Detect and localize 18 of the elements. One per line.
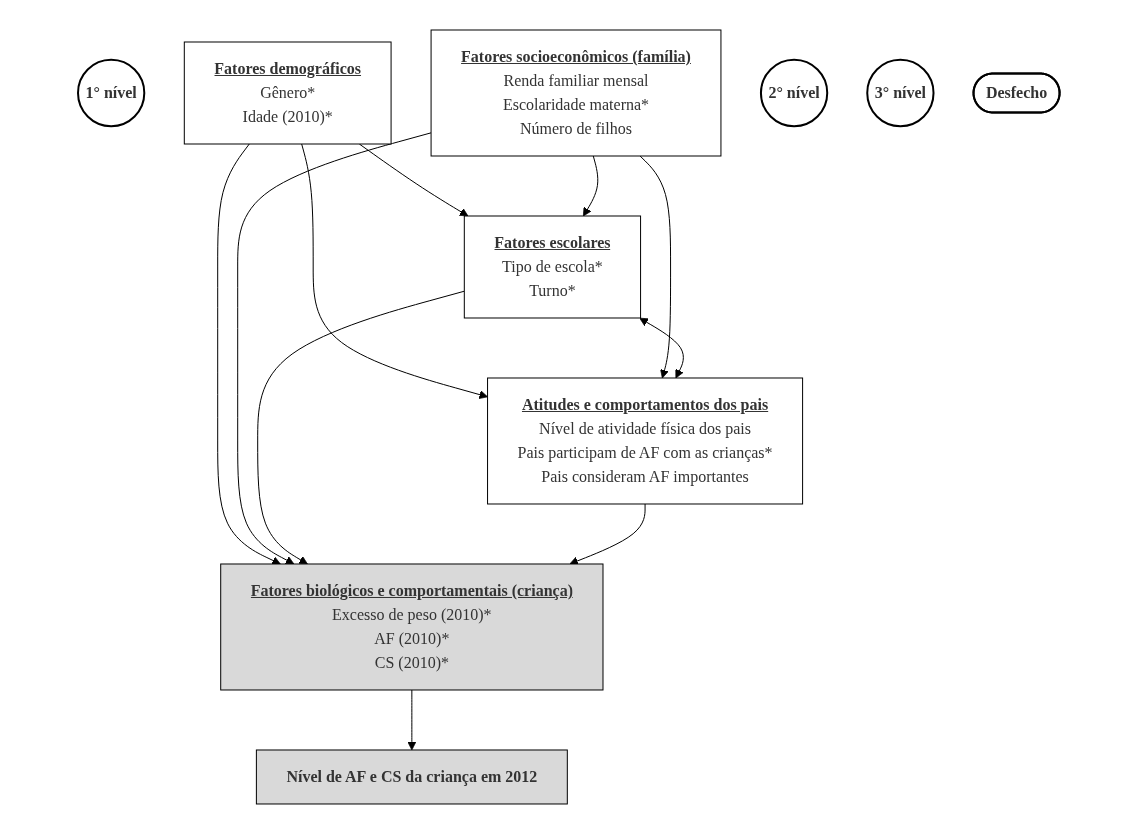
node-circle: 3° nível — [866, 58, 935, 128]
node-box: Fatores biológicos e comportamentais (criança) Excesso de peso (2010)* AF (2010)* CS (2010)* — [220, 563, 604, 691]
arrow — [237, 132, 432, 565]
arrow — [257, 290, 465, 565]
node-box: Fatores escolares Tipo de escola* Turno* — [464, 215, 642, 319]
node-circle: 1° nível — [77, 58, 146, 128]
arrow — [217, 143, 281, 565]
node-box: Fatores demográficos Gênero* Idade (2010)* — [184, 41, 392, 145]
arrow — [639, 317, 685, 379]
arrow — [407, 689, 417, 751]
node-box: Nível de AF e CS da criança em 2012 — [256, 749, 568, 805]
arrow — [359, 143, 469, 217]
arrow — [301, 143, 489, 399]
arrow — [583, 155, 599, 217]
node-box: Fatores socioeconômicos (família) Renda familiar mensal Escolaridade materna* Número de filhos — [430, 29, 722, 157]
node-box: Atitudes e comportamentos dos pais Nível de atividade física dos pais Pais participam de AF com as crianças* Pais consideram AF importantes — [487, 377, 804, 505]
arrow — [639, 155, 672, 379]
node-circle: 2° nível — [760, 58, 829, 128]
